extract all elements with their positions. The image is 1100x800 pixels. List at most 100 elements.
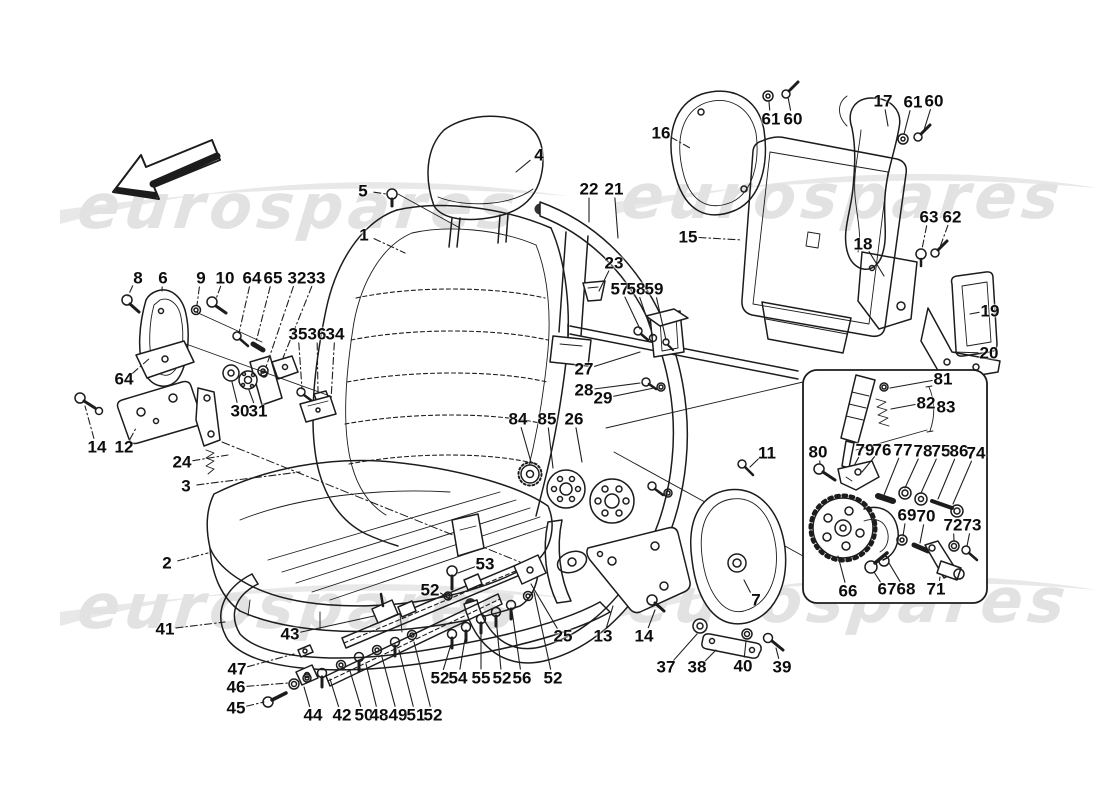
part-label-64: 64 (114, 369, 134, 389)
part-label-33: 33 (306, 268, 326, 288)
part-label-64: 64 (242, 268, 262, 288)
inset-detail-box (802, 369, 988, 604)
part-label-48: 48 (369, 705, 389, 725)
part-label-31: 31 (248, 401, 268, 421)
part-label-52: 52 (423, 705, 443, 725)
part-label-9: 9 (196, 268, 206, 288)
part-label-3: 3 (181, 476, 191, 496)
part-label-17: 17 (873, 91, 893, 111)
part-label-39: 39 (772, 657, 792, 677)
part-label-82: 82 (916, 393, 936, 413)
part-label-7: 7 (751, 590, 761, 610)
part-label-35: 35 (288, 324, 308, 344)
part-label-11: 11 (758, 443, 776, 463)
part-label-18: 18 (853, 234, 873, 254)
part-label-69: 69 (897, 505, 917, 525)
part-label-59: 59 (644, 279, 664, 299)
part-label-20: 20 (979, 343, 999, 363)
part-label-52: 52 (543, 668, 563, 688)
part-label-19: 19 (980, 301, 1000, 321)
part-label-14: 14 (87, 437, 107, 457)
part-label-54: 54 (448, 668, 468, 688)
part-label-28: 28 (574, 380, 594, 400)
part-label-49: 49 (388, 705, 408, 725)
part-label-14: 14 (634, 626, 654, 646)
part-label-27: 27 (574, 359, 594, 379)
part-label-84: 84 (508, 409, 528, 429)
part-label-66: 66 (838, 581, 858, 601)
part-label-53: 53 (475, 554, 495, 574)
part-label-57: 57 (610, 279, 630, 299)
part-label-50: 50 (354, 705, 374, 725)
part-label-43: 43 (280, 624, 300, 644)
part-label-83: 83 (936, 397, 956, 417)
part-label-55: 55 (471, 668, 491, 688)
part-label-60: 60 (924, 91, 944, 111)
part-label-12: 12 (114, 437, 134, 457)
part-label-32: 32 (287, 268, 307, 288)
part-label-52: 52 (430, 668, 450, 688)
backrest-panels (386, 80, 1001, 382)
part-label-76: 76 (872, 440, 892, 460)
part-label-44: 44 (303, 705, 323, 725)
retractor-parts (517, 459, 787, 659)
part-label-46: 46 (226, 677, 246, 697)
part-label-29: 29 (593, 388, 613, 408)
part-label-38: 38 (687, 657, 707, 677)
part-label-13: 13 (593, 626, 613, 646)
part-label-40: 40 (733, 656, 753, 676)
part-label-68: 68 (896, 579, 916, 599)
part-label-81: 81 (933, 369, 953, 389)
part-label-45: 45 (226, 698, 246, 718)
part-label-77: 77 (893, 440, 913, 460)
part-label-60: 60 (783, 109, 803, 129)
part-label-36: 36 (307, 324, 327, 344)
part-label-52: 52 (420, 580, 440, 600)
part-label-25: 25 (553, 626, 573, 646)
part-label-4: 4 (534, 145, 544, 165)
part-label-75: 75 (931, 441, 951, 461)
part-label-62: 62 (942, 207, 962, 227)
part-label-23: 23 (604, 253, 624, 273)
leader-lines (84, 96, 980, 708)
part-label-86: 86 (949, 441, 969, 461)
part-label-73: 73 (962, 515, 982, 535)
part-label-51: 51 (406, 705, 426, 725)
part-label-72: 72 (943, 515, 963, 535)
part-label-42: 42 (332, 705, 352, 725)
part-label-41: 41 (155, 619, 175, 639)
part-label-2: 2 (162, 553, 172, 573)
part-label-5: 5 (358, 181, 368, 201)
part-label-52: 52 (492, 668, 512, 688)
part-label-71: 71 (926, 579, 946, 599)
part-label-1: 1 (359, 225, 369, 245)
part-label-80: 80 (808, 442, 828, 462)
part-label-47: 47 (227, 659, 247, 679)
part-label-56: 56 (512, 668, 532, 688)
part-label-37: 37 (656, 657, 676, 677)
part-label-58: 58 (626, 279, 646, 299)
part-label-67: 67 (877, 579, 897, 599)
direction-arrow-icon (112, 139, 221, 200)
seat-drawing (206, 115, 570, 633)
part-label-6: 6 (158, 268, 168, 288)
part-label-15: 15 (678, 227, 698, 247)
part-label-79: 79 (855, 440, 875, 460)
part-label-10: 10 (215, 268, 235, 288)
cross-rail-and-anchor (567, 308, 804, 557)
part-label-63: 63 (919, 207, 939, 227)
part-label-30: 30 (230, 401, 250, 421)
part-label-8: 8 (133, 268, 143, 288)
part-label-85: 85 (537, 409, 557, 429)
part-label-24: 24 (172, 452, 192, 472)
part-label-74: 74 (966, 443, 986, 463)
part-label-61: 61 (761, 109, 781, 129)
part-label-34: 34 (325, 324, 345, 344)
recliner-hinge-parts (74, 289, 337, 475)
part-label-22: 22 (579, 179, 599, 199)
part-label-21: 21 (604, 179, 624, 199)
seat-rails (220, 554, 611, 708)
part-label-78: 78 (913, 441, 933, 461)
